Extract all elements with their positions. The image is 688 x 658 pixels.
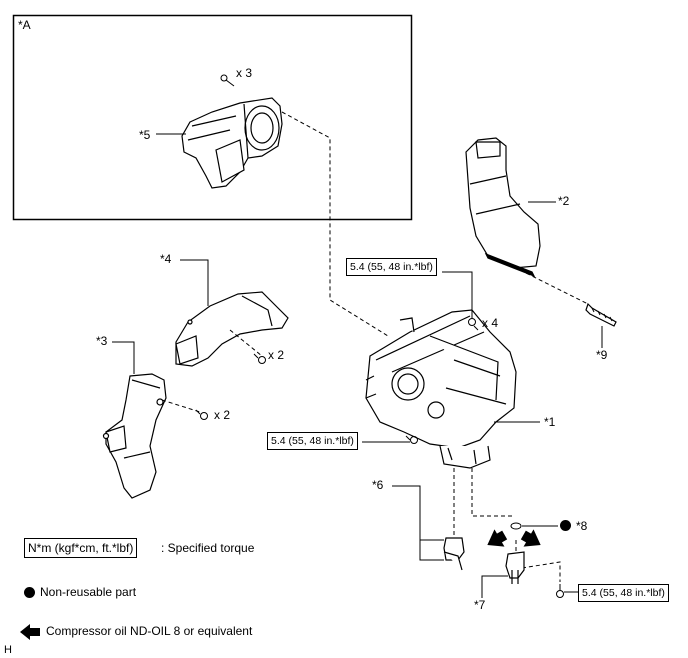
callout-4: *4	[160, 252, 172, 266]
dashed-leader-inset	[281, 111, 389, 337]
leader-3	[112, 341, 135, 374]
bolt-part-4	[253, 353, 266, 364]
bolt-part-3	[195, 409, 208, 420]
callout-7: *7	[474, 598, 486, 612]
quantity-4: x 2	[268, 348, 285, 362]
legend-nonreusable-text: Non-reusable part	[40, 585, 137, 599]
bolt-part-left	[405, 435, 418, 444]
leader-6	[392, 485, 444, 561]
legend-torque-text: : Specified torque	[161, 541, 255, 555]
callout-2: *2	[558, 194, 570, 208]
filter-part-9	[585, 302, 617, 327]
torque-box-left: 5.4 (55, 48 in.*lbf)	[267, 432, 358, 450]
callout-6: *6	[372, 478, 384, 492]
duct-part-2	[465, 137, 541, 278]
dashed-leader-2-9	[519, 269, 589, 305]
leader-7	[481, 575, 508, 598]
inset-label: *A	[18, 18, 31, 32]
callout-9: *9	[596, 348, 608, 362]
legend-torque-box: N*m (kgf*cm, ft.*lbf)	[24, 538, 138, 558]
duct-part-4	[175, 291, 289, 367]
quantity-mid: x 4	[482, 316, 499, 330]
oring-part-8	[510, 522, 558, 530]
callout-5: *5	[139, 128, 151, 142]
bolt-part-5	[220, 74, 235, 87]
dashed-leader-3	[161, 399, 201, 413]
quantity-5: x 3	[236, 66, 253, 80]
quantity-3: x 2	[214, 408, 231, 422]
legend-oil-arrow	[20, 624, 40, 640]
dashed-bolt-7	[521, 561, 561, 582]
bracket-part-3	[102, 373, 167, 499]
dashed-pipe-8	[471, 468, 512, 517]
leader-torque-top	[442, 271, 473, 318]
legend-nonreusable-dot	[24, 587, 35, 598]
leader-4	[180, 259, 209, 306]
oil-arrow-right	[520, 529, 541, 547]
callout-1: *1	[544, 415, 556, 429]
inset-frame	[12, 14, 413, 221]
legend-oil-text: Compressor oil ND-OIL 8 or equivalent	[46, 624, 253, 638]
heater-unit-part-1	[365, 309, 517, 469]
torque-box-bottom: 5.4 (55, 48 in.*lbf)	[578, 584, 669, 602]
fitting-part-7	[505, 551, 525, 584]
pipe-part-6	[443, 537, 465, 571]
nonreusable-dot-8	[560, 520, 571, 531]
oil-arrow-left	[487, 529, 508, 547]
callout-3: *3	[96, 334, 108, 348]
figure-code: H	[4, 644, 12, 656]
torque-box-top: 5.4 (55, 48 in.*lbf)	[346, 258, 437, 276]
callout-8: *8	[576, 519, 588, 533]
bolt-part-mid	[468, 318, 479, 331]
duct-part-5	[181, 97, 283, 189]
bolt-part-bottom	[556, 584, 564, 598]
